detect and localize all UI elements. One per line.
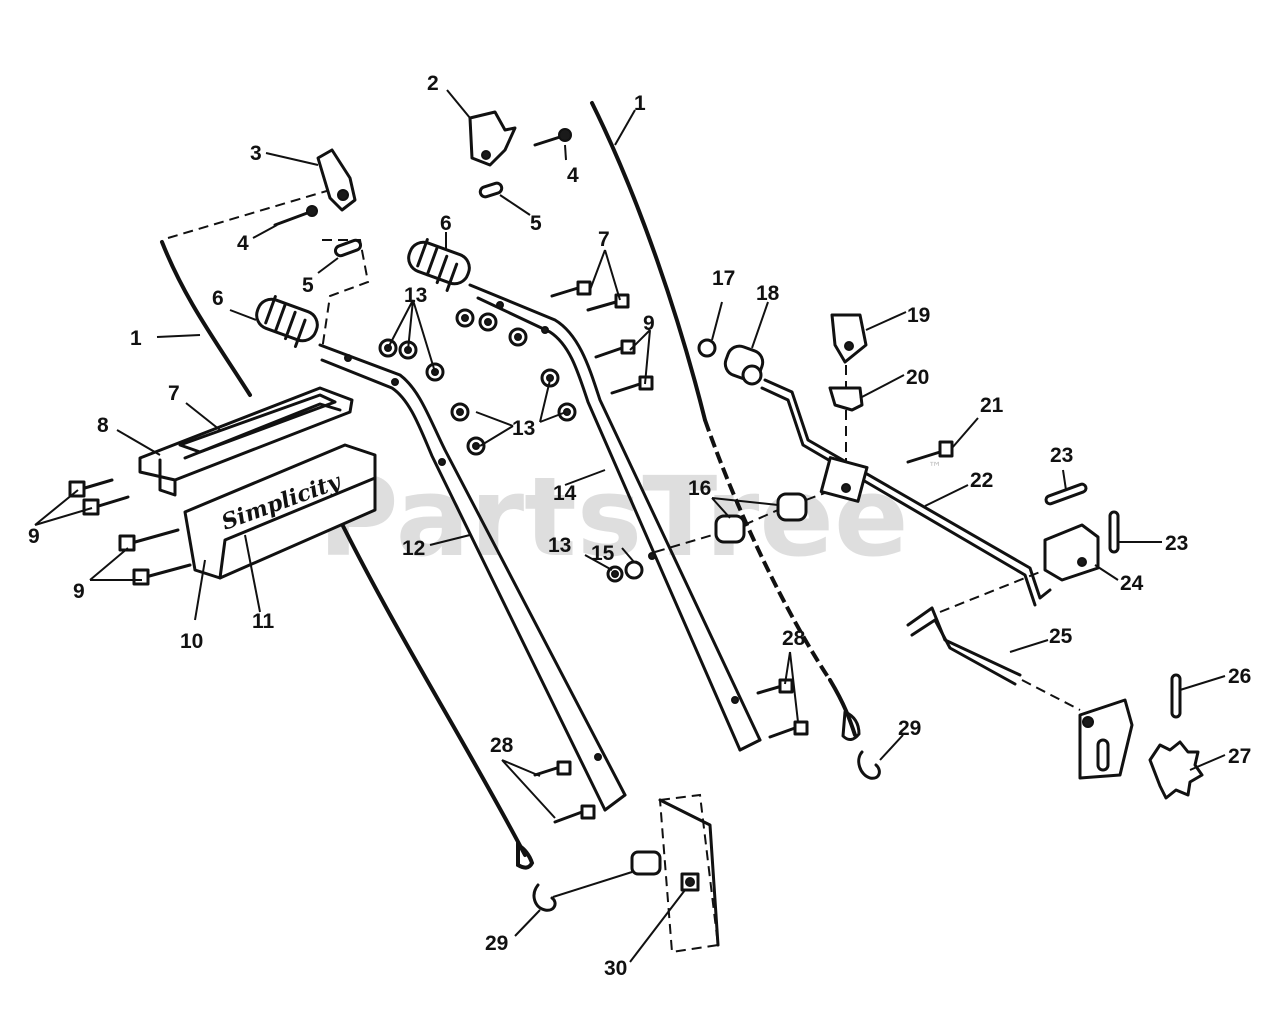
left-control-cable (160, 189, 535, 870)
callout-30: 30 (604, 957, 627, 980)
callout-23-lower: 23 (1165, 532, 1188, 555)
callout-9-right: 9 (643, 312, 655, 335)
clip-part-19 (830, 313, 868, 364)
callout-19: 19 (907, 304, 930, 327)
nuts-part-13 (378, 308, 624, 583)
bolts-part-28-right (756, 678, 809, 739)
callout-17: 17 (712, 267, 735, 290)
callout-11: 11 (252, 610, 275, 633)
rod-part-25 (906, 569, 1046, 686)
right-control-cable (590, 101, 861, 741)
callout-5-upper: 5 (530, 212, 542, 235)
callout-29-left: 29 (485, 932, 508, 955)
callout-28-right: 28 (782, 627, 806, 650)
handle-grip-upper (407, 238, 471, 292)
pins-part-23 (1044, 482, 1120, 554)
callout-25: 25 (1049, 625, 1073, 648)
callout-labels: 2 1 3 4 4 5 5 6 6 7 7 17 18 13 19 9 1 20… (28, 72, 1251, 980)
callout-10: 10 (180, 630, 203, 653)
bolts-part-9-left (68, 478, 192, 586)
callout-9-left-upper: 9 (28, 525, 40, 548)
callout-1-left: 1 (130, 327, 142, 350)
plate-part-7 (178, 393, 337, 454)
hook-part-29-right (857, 750, 881, 780)
pin-part-5-upper (478, 181, 504, 199)
watermark-trademark: ™ (928, 460, 942, 476)
callout-4-lower: 4 (237, 232, 249, 255)
callout-27: 27 (1228, 745, 1251, 768)
bracket-part-2 (468, 110, 517, 167)
nut-part-17 (697, 338, 717, 358)
callout-23-upper: 23 (1050, 444, 1073, 467)
pin-part-26 (1170, 673, 1182, 719)
hook-part-29-left (532, 883, 557, 912)
callout-16: 16 (688, 477, 711, 500)
block-part-24 (1043, 523, 1100, 582)
callout-28-lower: 28 (490, 734, 514, 757)
callout-1-right: 1 (634, 92, 646, 115)
handle-grip-lower (255, 295, 319, 348)
watermark-text: PartsTree (318, 453, 909, 581)
callout-14: 14 (553, 482, 577, 505)
callout-13-lower: 13 (548, 534, 571, 557)
callout-6-upper: 6 (440, 212, 452, 235)
handle-part-12 (318, 343, 627, 812)
handle-part-14 (468, 283, 762, 752)
callout-15: 15 (591, 542, 615, 565)
pin-part-5-lower (333, 238, 363, 258)
bolt-part-4-upper (533, 128, 572, 147)
callout-7-left: 7 (168, 382, 180, 405)
bolt-part-21 (906, 440, 954, 464)
callout-7-right: 7 (598, 228, 610, 251)
lever-part-3 (316, 148, 357, 212)
clip-part-20 (828, 386, 864, 412)
spacers-part-16 (654, 487, 839, 553)
pin-alignment-dashes (321, 239, 370, 351)
plate-part-30 (630, 793, 720, 954)
rod-part-22 (760, 378, 1052, 607)
bolt-part-4-lower (273, 205, 318, 227)
callout-13-upper: 13 (404, 284, 427, 307)
callout-leaders (34, 89, 1226, 963)
sprocket-part-27 (1148, 740, 1204, 800)
bolts-part-9-right (594, 339, 654, 395)
callout-29-right: 29 (898, 717, 921, 740)
callout-8: 8 (97, 414, 109, 437)
panel-part-10: Simplicity (183, 443, 377, 580)
callout-22: 22 (970, 469, 993, 492)
bracket-lower-right (1021, 679, 1134, 780)
callout-6-lower: 6 (212, 287, 224, 310)
hook-left-link-line (552, 871, 633, 898)
callout-5-lower: 5 (302, 274, 314, 297)
callout-9-left-lower: 9 (73, 580, 85, 603)
washer-part-15 (624, 560, 644, 580)
bolts-part-28-lower (533, 760, 596, 824)
callout-4-upper: 4 (567, 164, 579, 187)
callout-12: 12 (402, 537, 425, 560)
bushing-part-18 (723, 344, 765, 386)
callout-21: 21 (980, 394, 1004, 417)
callout-24: 24 (1120, 572, 1144, 595)
callout-26: 26 (1228, 665, 1251, 688)
callout-3: 3 (250, 142, 262, 165)
callout-18: 18 (756, 282, 780, 305)
callout-13-middle: 13 (512, 417, 535, 440)
callout-20: 20 (906, 366, 929, 389)
callout-2: 2 (427, 72, 439, 95)
